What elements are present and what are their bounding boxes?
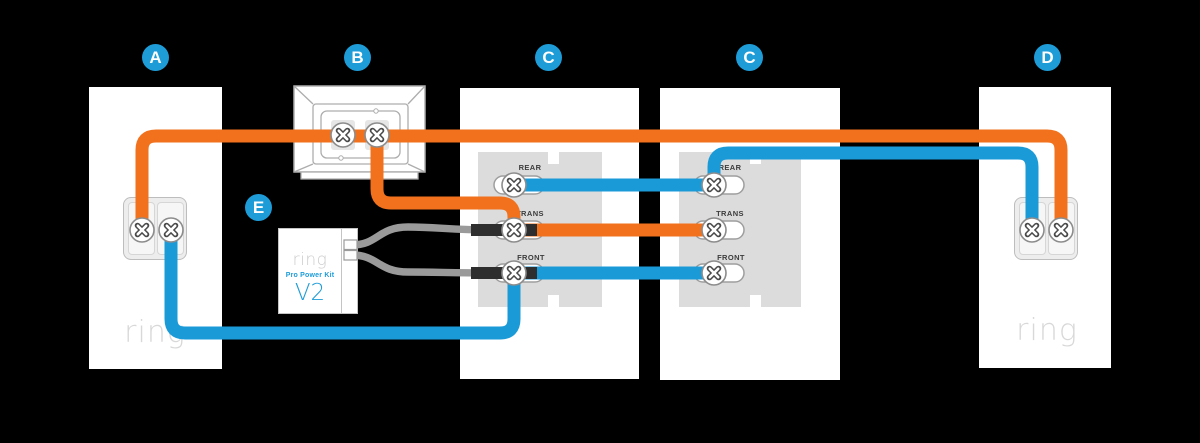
ring-logo-front: ring xyxy=(124,315,186,350)
transformer-bevel-line xyxy=(293,163,314,173)
transformer-bevel-line xyxy=(407,85,426,105)
faceplate-half xyxy=(128,202,155,255)
faceplate-half xyxy=(1019,202,1046,255)
bracket-notch xyxy=(750,295,761,307)
faceplate-half xyxy=(1048,202,1075,255)
transformer-notch xyxy=(338,155,344,161)
transformer-inner-frame xyxy=(312,103,409,165)
transformer-notch xyxy=(373,108,379,114)
transformer-bevel-line xyxy=(407,163,426,173)
transformer-outer-box xyxy=(293,85,426,173)
screw-transformer-left xyxy=(331,123,355,147)
front-doorbell-faceplate xyxy=(123,197,187,260)
pro-power-kit-name: Pro Power Kit xyxy=(285,272,335,279)
terminal-label-front-left: FRONT xyxy=(517,253,545,262)
rear-doorbell-faceplate xyxy=(1014,197,1078,260)
terminal-label-front-right: FRONT xyxy=(717,253,745,262)
bracket-notch xyxy=(548,152,559,164)
mounting-bracket-left xyxy=(478,152,602,307)
bracket-notch xyxy=(750,152,761,164)
transformer-inner-panel xyxy=(320,110,401,159)
bracket-notch xyxy=(548,295,559,307)
terminal-label-trans-right: TRANS xyxy=(716,209,744,218)
terminal-label-rear-left: REAR xyxy=(518,163,542,172)
transformer-housing xyxy=(293,85,426,180)
callout-c-left: C xyxy=(535,44,562,71)
ring-logo-rear: ring xyxy=(1016,313,1078,348)
pro-power-kit: ring Pro Power Kit V2 xyxy=(278,228,358,314)
callout-d: D xyxy=(1034,44,1061,71)
mounting-bracket-right xyxy=(679,152,801,307)
screw-transformer-right xyxy=(365,123,389,147)
transformer-base-lip xyxy=(300,171,419,180)
callout-a: A xyxy=(142,44,169,71)
terminal-label-rear-right: REAR xyxy=(718,163,742,172)
callout-c-right: C xyxy=(736,44,763,71)
transformer-terminal-pad xyxy=(331,120,355,150)
terminal-label-trans-left: TRANS xyxy=(516,209,544,218)
callout-b: B xyxy=(344,44,371,71)
transformer-bevel-line xyxy=(293,85,314,105)
pro-power-kit-version: V2 xyxy=(294,280,326,306)
pro-power-kit-brand: ring xyxy=(292,250,328,270)
callout-e: E xyxy=(245,194,272,221)
pro-power-kit-face: ring Pro Power Kit V2 xyxy=(279,229,342,313)
transformer-terminal-pad xyxy=(365,120,389,150)
faceplate-half xyxy=(157,202,184,255)
